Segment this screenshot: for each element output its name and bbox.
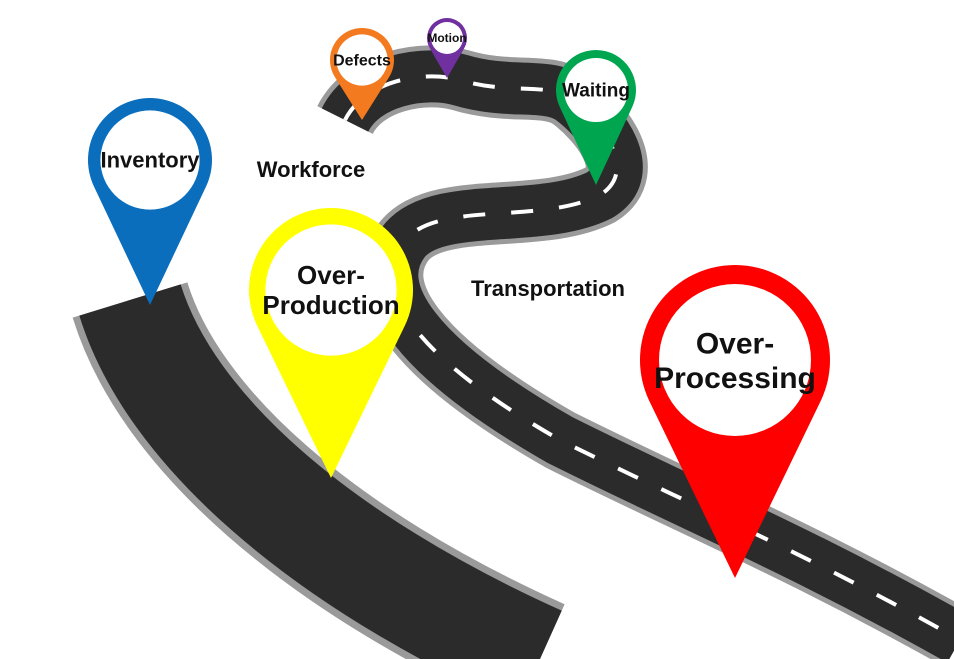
- pin-overproduction-inner-circle: [265, 224, 397, 356]
- pin-overprocessing-inner-circle: [659, 284, 811, 436]
- workforce-label: Workforce: [257, 157, 365, 182]
- pin-motion-inner-circle: [431, 22, 463, 54]
- winding-road: [72, 45, 954, 659]
- pin-waiting-label-0: Waiting: [562, 81, 630, 102]
- pin-motion-label-0: Motion: [427, 31, 466, 45]
- pin-inventory: Inventory: [87, 97, 212, 305]
- pin-overprocessing-label-0: Over-: [696, 327, 774, 360]
- pin-overproduction: Over-Production: [248, 207, 413, 479]
- pin-overproduction-label-0: Over-: [297, 260, 365, 290]
- pin-defects-inner-circle: [336, 34, 388, 86]
- pin-defects-label-0: Defects: [333, 53, 391, 70]
- pin-inventory-label-0: Inventory: [100, 148, 200, 173]
- pin-inventory-inner-circle: [100, 110, 200, 210]
- pin-overproduction-label-1: Production: [262, 290, 399, 320]
- pin-overprocessing: Over-Processing: [640, 265, 830, 578]
- road-lower-left-surface: [79, 283, 562, 659]
- pin-waiting-inner-circle: [564, 58, 628, 122]
- pin-defects: Defects: [330, 28, 394, 120]
- transportation-label: Transportation: [471, 276, 625, 301]
- pin-waiting: Waiting: [556, 49, 636, 185]
- road-center-dashes: [343, 74, 954, 639]
- waste-pins: InventoryDefectsMotionWaitingOver-Produc…: [87, 17, 830, 578]
- pin-motion: Motion: [427, 17, 468, 78]
- pin-overprocessing-label-1: Processing: [654, 362, 816, 395]
